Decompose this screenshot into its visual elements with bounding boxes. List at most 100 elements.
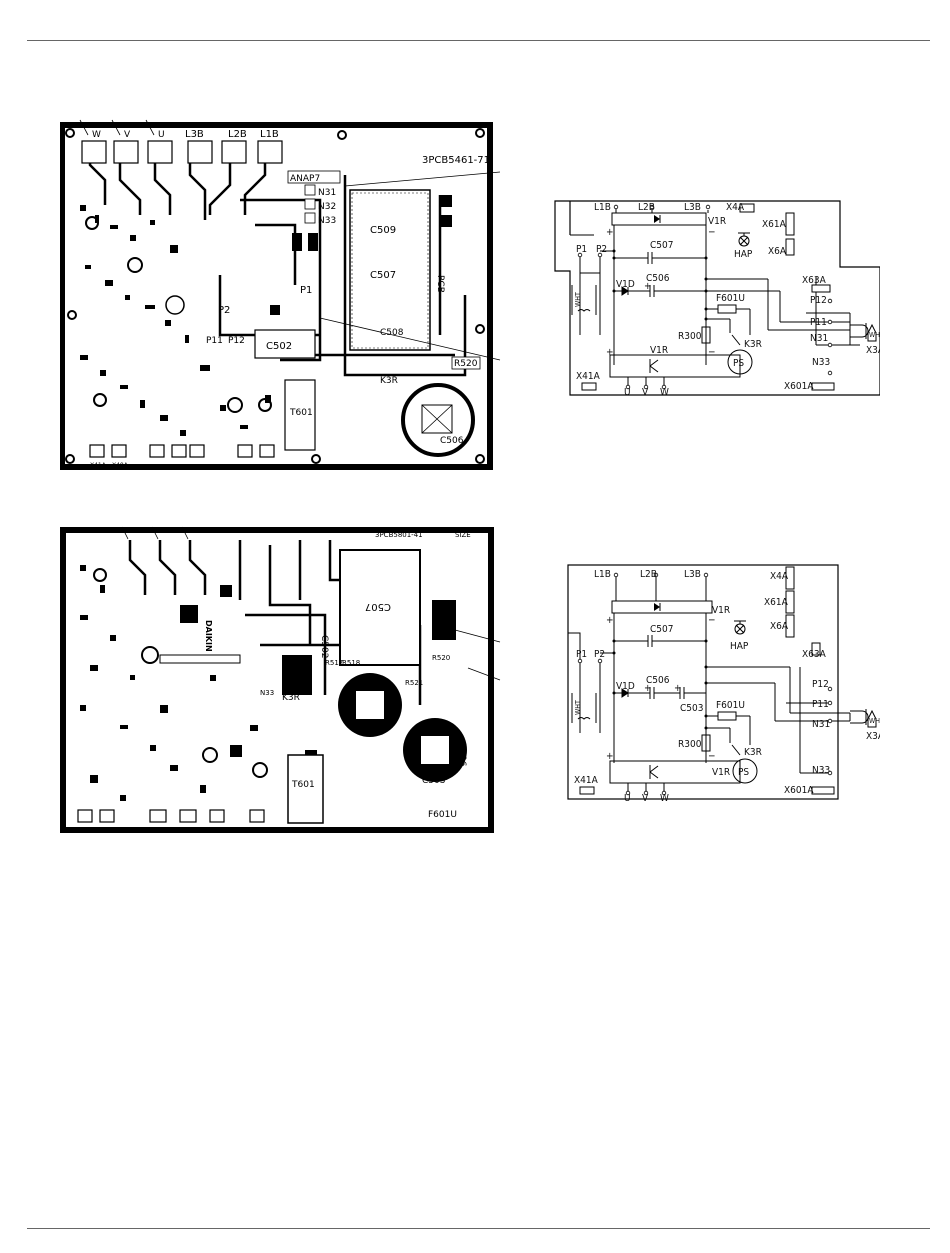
st-wht-right: WHT: [869, 331, 880, 339]
sb-hap: HAP: [730, 641, 749, 652]
st-x63a: X63A: [802, 275, 827, 286]
st-k3r: K3R: [744, 339, 762, 350]
sb-x63a: X63A: [802, 649, 827, 660]
sb-x41a: X41A: [574, 775, 599, 786]
sb-p1: P1: [576, 649, 587, 660]
pcb-bottom-c503: C503: [422, 776, 445, 786]
pcb-bottom-c506: C506: [457, 743, 467, 767]
pcb-bottom-p12: P12: [438, 609, 451, 617]
pcb-top-c507: C507: [370, 270, 396, 281]
pcb-top-p2: P2: [218, 305, 230, 316]
st-p11: P11: [810, 317, 827, 328]
sb-x61a: X61A: [764, 597, 789, 608]
sb-c506: C506: [646, 675, 670, 686]
sb-c503: C503: [680, 703, 703, 714]
st-r300: R300: [678, 331, 702, 342]
st-v1d: V1D: [616, 279, 635, 290]
schematic-top: L1B L2B L3B X4A X61A X6A V1R HAP P1 P2 C…: [554, 200, 880, 398]
sb-n33: N33: [812, 765, 830, 776]
st-x41a: X41A: [576, 371, 601, 382]
st-minus-1: −: [708, 227, 716, 238]
st-w: W: [660, 387, 669, 398]
st-n33: N33: [812, 357, 830, 368]
pcb-top-x40a: X40A: [112, 462, 129, 469]
sb-v1r-bottom: V1R: [712, 767, 730, 778]
pcb-bottom-daikin: DAIKIN: [204, 620, 213, 652]
st-x61a: X61A: [762, 219, 787, 230]
sb-v: V: [642, 793, 649, 803]
sb-v1r-top: V1R: [712, 605, 730, 616]
pcb-bottom-p11: P11: [438, 599, 451, 607]
pcb-top-n33: N33: [318, 216, 336, 226]
st-hap: HAP: [734, 249, 753, 260]
pcb-top-c509: C509: [370, 225, 396, 236]
pcb-top-pcb: PCB: [435, 275, 445, 293]
pcb-bottom-photo: 3PCB5801-41 SIZE C507 C502 R517 R518 K3R…: [60, 526, 494, 833]
st-minus-2: −: [708, 347, 716, 358]
pcb-top-model: ANAP7: [290, 174, 320, 184]
pcb-bottom-f601u: F601U: [428, 810, 457, 820]
sb-wht-left: WHT: [574, 700, 582, 715]
schematic-bottom: L1B L2B L3B X4A X61A X6A V1R HAP P1 P2 C…: [567, 564, 880, 803]
sb-c507: C507: [650, 624, 673, 635]
st-x3a: X3A: [866, 345, 880, 356]
sb-plus-3: +: [644, 683, 652, 694]
pcb-top-w: W: [92, 130, 101, 140]
st-l3b: L3B: [684, 202, 701, 213]
pcb-top-c502: C502: [266, 341, 292, 352]
st-n31: N31: [810, 333, 828, 344]
sb-plus-2: +: [606, 751, 614, 762]
sb-plus-4: +: [674, 683, 682, 694]
sb-n31: N31: [812, 719, 830, 730]
st-plus-2: +: [606, 347, 614, 358]
st-plus-3: +: [644, 281, 652, 292]
st-f601u: F601U: [716, 293, 745, 304]
pcb-bottom-t601: T601: [291, 780, 315, 790]
pcb-top-x41a: X41A: [90, 462, 107, 469]
sb-r300: R300: [678, 739, 702, 750]
pcb-top-c506: C506: [440, 436, 464, 446]
st-p2: P2: [596, 244, 607, 255]
st-v1r-bottom: V1R: [650, 345, 668, 356]
st-l1b: L1B: [594, 202, 611, 213]
st-p1: P1: [576, 244, 587, 255]
st-u: U: [624, 387, 631, 398]
st-x601a: X601A: [784, 381, 814, 392]
pcb-top-n31: N31: [318, 188, 336, 198]
sb-w: W: [660, 793, 669, 803]
sb-x601a: X601A: [784, 785, 814, 796]
sb-x6a: X6A: [770, 621, 789, 632]
pcb-top-n32: N32: [318, 202, 336, 212]
st-x4a: X4A: [726, 202, 745, 213]
pcb-top-photo: W V U L3B L2B L1B 3PCB5461-71 ANAP7 N31 …: [60, 119, 493, 470]
sb-wht-right: WHT: [869, 717, 880, 725]
pcb-bottom-r518: R518: [342, 659, 360, 667]
sb-u: U: [624, 793, 631, 803]
st-c507: C507: [650, 240, 673, 251]
footer-rule: [27, 1228, 930, 1229]
pcb-top-u: U: [158, 130, 165, 140]
pcb-bottom-n33: N33: [260, 689, 274, 697]
st-ps: PS: [733, 358, 744, 369]
st-c506: C506: [646, 273, 670, 284]
sb-minus-1: −: [708, 615, 716, 626]
pcb-bottom-c502: C502: [319, 635, 329, 658]
header-rule: [27, 40, 930, 41]
pcb-bottom-r520: R520: [432, 654, 450, 662]
sb-x4a: X4A: [770, 571, 789, 582]
sb-minus-2: −: [708, 751, 716, 762]
sb-p2: P2: [594, 649, 605, 660]
pcb-bottom-c507: C507: [365, 601, 391, 612]
sb-l2b: L2B: [640, 569, 657, 580]
pcb-bottom-r517: R517: [325, 659, 343, 667]
st-x6a: X6A: [768, 246, 787, 257]
pcb-top-t601: T601: [289, 408, 313, 418]
pcb-top-p1: P1: [300, 285, 312, 296]
pcb-bottom-k3r: K3R: [282, 693, 300, 703]
st-p12: P12: [810, 295, 827, 306]
sb-l1b: L1B: [594, 569, 611, 580]
pcb-bottom-size: SIZE: [455, 531, 471, 539]
pcb-top-c508: C508: [380, 328, 404, 338]
pcb-top-p12: P12: [228, 336, 245, 346]
st-v: V: [642, 387, 649, 398]
